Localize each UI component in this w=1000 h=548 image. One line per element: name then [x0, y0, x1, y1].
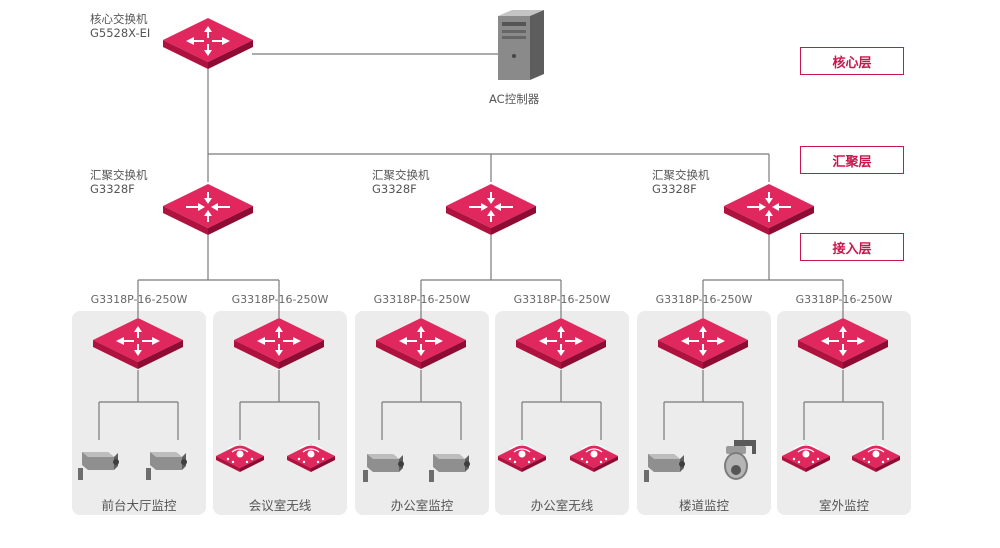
access-switch-model: G3318P-16-250W: [373, 293, 471, 306]
aggregation-switch-model: G3328F: [90, 182, 135, 196]
core-switch-label: 核心交换机 G5528X-EI: [90, 12, 150, 40]
server-tower-icon: [498, 10, 544, 80]
access-switch-model: G3318P-16-250W: [655, 293, 753, 306]
aggregation-switch-label: 汇聚交换机 G3328F: [372, 168, 430, 196]
device-links: [381, 370, 462, 440]
core-switch-model: G5528X-EI: [90, 26, 151, 40]
core-layer-badge: 核心层: [800, 47, 904, 75]
links: [98, 53, 884, 440]
aggregation-switch-router-icon: [446, 184, 536, 235]
panel-caption: 室外监控: [818, 498, 870, 513]
aggregation-switch-model: G3328F: [652, 182, 697, 196]
aggregation-switch-label: 汇聚交换机 G3328F: [90, 168, 148, 196]
aggregation-switch-label: 汇聚交换机 G3328F: [652, 168, 710, 196]
aggregation-switch-type: 汇聚交换机: [652, 168, 710, 182]
controller-label: AC控制器: [489, 92, 540, 106]
aggregation-switch-type: 汇聚交换机: [372, 168, 430, 182]
access-switch-model: G3318P-16-250W: [231, 293, 329, 306]
panel-caption: 办公室监控: [390, 498, 454, 513]
device-links: [98, 370, 179, 440]
core-switch-router-icon: [163, 18, 253, 69]
aggregation-switch-router-icon: [724, 184, 814, 235]
core-switch-type: 核心交换机: [90, 12, 148, 26]
device-links: [663, 370, 744, 440]
aggregation-switch-type: 汇聚交换机: [90, 168, 148, 182]
aggregation-switch-router-icon: [163, 184, 253, 235]
access-panels: [72, 311, 911, 515]
access-switch-model: G3318P-16-250W: [513, 293, 611, 306]
panel-caption: 会议室无线: [248, 498, 312, 513]
device-links: [239, 370, 320, 440]
access-layer-badge: 接入层: [800, 233, 904, 261]
panel-caption: 楼道监控: [678, 498, 730, 513]
access-switch-model: G3318P-16-250W: [90, 293, 188, 306]
device-links: [521, 370, 602, 440]
aggregation-switch-model: G3328F: [372, 182, 417, 196]
access-switch-model: G3318P-16-250W: [795, 293, 893, 306]
panel-caption: 前台大厅监控: [101, 498, 177, 513]
device-links: [803, 370, 884, 440]
panel-caption: 办公室无线: [530, 498, 594, 513]
aggregation-layer-badge: 汇聚层: [800, 146, 904, 174]
